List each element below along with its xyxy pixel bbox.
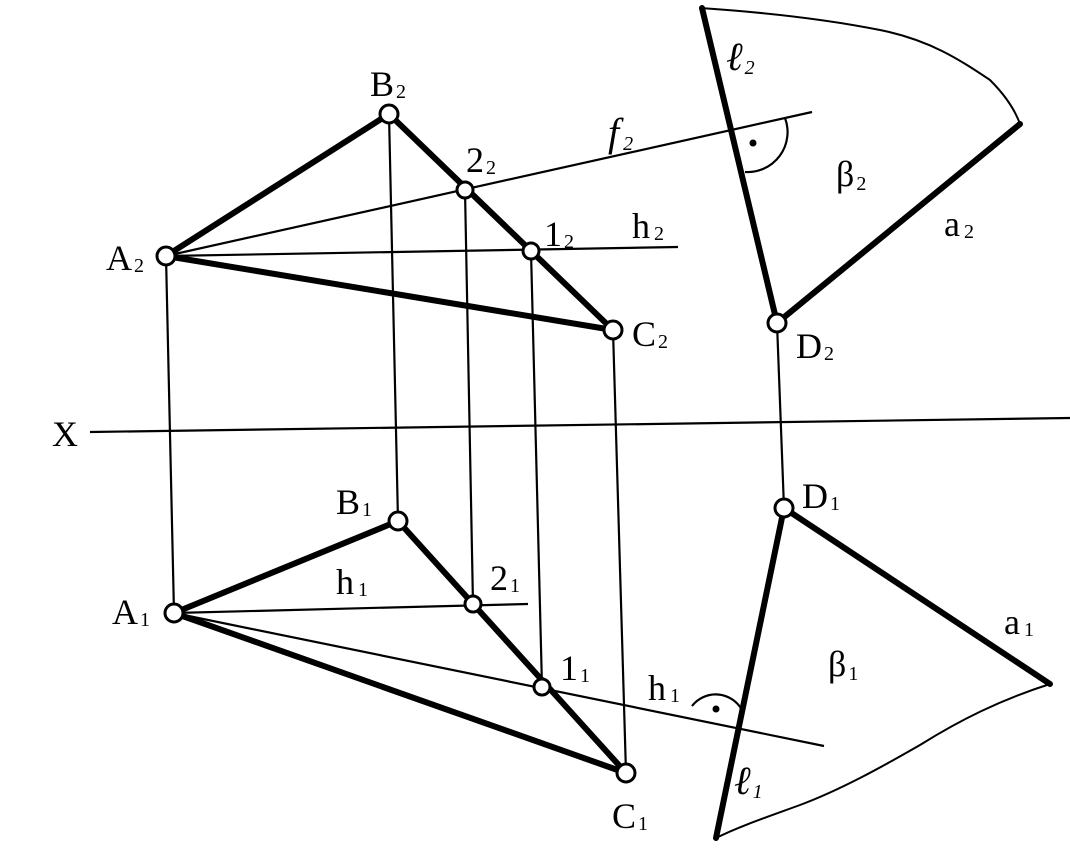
link-2: [463, 189, 475, 605]
link-A: [164, 255, 176, 614]
link-D: [775, 322, 786, 509]
line-f2: [165, 110, 813, 258]
right-angle-arc-lower: [691, 693, 743, 711]
plane-beta2-outline: [699, 7, 1021, 125]
line-l2: [699, 5, 780, 326]
link-1: [529, 250, 544, 688]
line-h1-right: [173, 611, 825, 748]
point-2-1: [463, 594, 483, 614]
point-B1: [387, 510, 409, 532]
point-1-1: [532, 677, 552, 697]
point-D1: [773, 497, 795, 519]
point-C2: [602, 319, 624, 341]
point-A2: [155, 245, 177, 267]
point-A1: [163, 602, 185, 624]
link-C: [611, 329, 628, 774]
point-1-2: [521, 241, 541, 261]
line-a2: [774, 121, 1023, 326]
line-h2: [165, 245, 679, 258]
edge-A1C1: [171, 610, 629, 776]
point-B2: [378, 103, 400, 125]
x-axis: [89, 416, 1070, 434]
edge-A2C2: [163, 253, 616, 333]
edge-B1C1: [395, 518, 629, 776]
edge-A1B1: [171, 518, 401, 616]
line-a1: [781, 505, 1053, 687]
line-l1: [713, 505, 787, 841]
right-angle-dot-upper: [749, 139, 757, 147]
link-B: [387, 113, 400, 522]
point-D2: [766, 312, 788, 334]
point-C1: [615, 762, 637, 784]
edge-B2C2: [386, 111, 616, 333]
right-angle-arc-upper: [744, 117, 789, 174]
edge-A2B2: [163, 111, 392, 259]
plane-beta1-outline: [715, 683, 1051, 839]
label-X: X: [52, 414, 78, 454]
right-angle-dot-lower: [712, 705, 720, 713]
point-2-2: [455, 180, 475, 200]
